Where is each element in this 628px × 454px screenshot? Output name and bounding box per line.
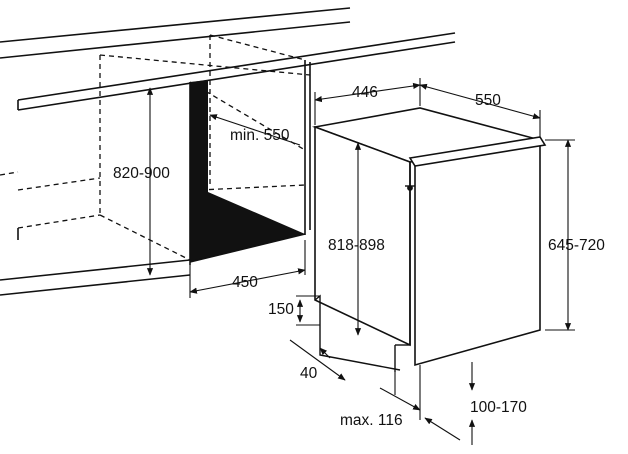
label-appliance-depth: 550: [475, 92, 501, 109]
label-door-bottom-range: 100-170: [470, 399, 527, 416]
label-appliance-body-height: 818-898: [328, 237, 385, 254]
label-plinth-height: 150: [268, 301, 294, 318]
label-max-door-offset: max. 116: [340, 412, 403, 429]
worktop: [0, 7, 456, 111]
label-niche-width: 450: [232, 274, 258, 291]
dimension-lines: [146, 78, 575, 445]
label-door-panel-height: 645-720: [548, 237, 605, 254]
dishwasher-body: [311, 107, 547, 367]
niche-back-wall: [190, 80, 305, 262]
niche-outline: [0, 34, 311, 261]
dimension-labels: 820-900 min. 550 450 446 550 818-898 645…: [113, 84, 605, 429]
label-appliance-width: 446: [352, 84, 378, 101]
label-plinth-recess: 40: [300, 365, 318, 382]
label-niche-height: 820-900: [113, 165, 170, 182]
floor-lines: [0, 60, 311, 296]
label-niche-min-depth: min. 550: [230, 127, 290, 144]
